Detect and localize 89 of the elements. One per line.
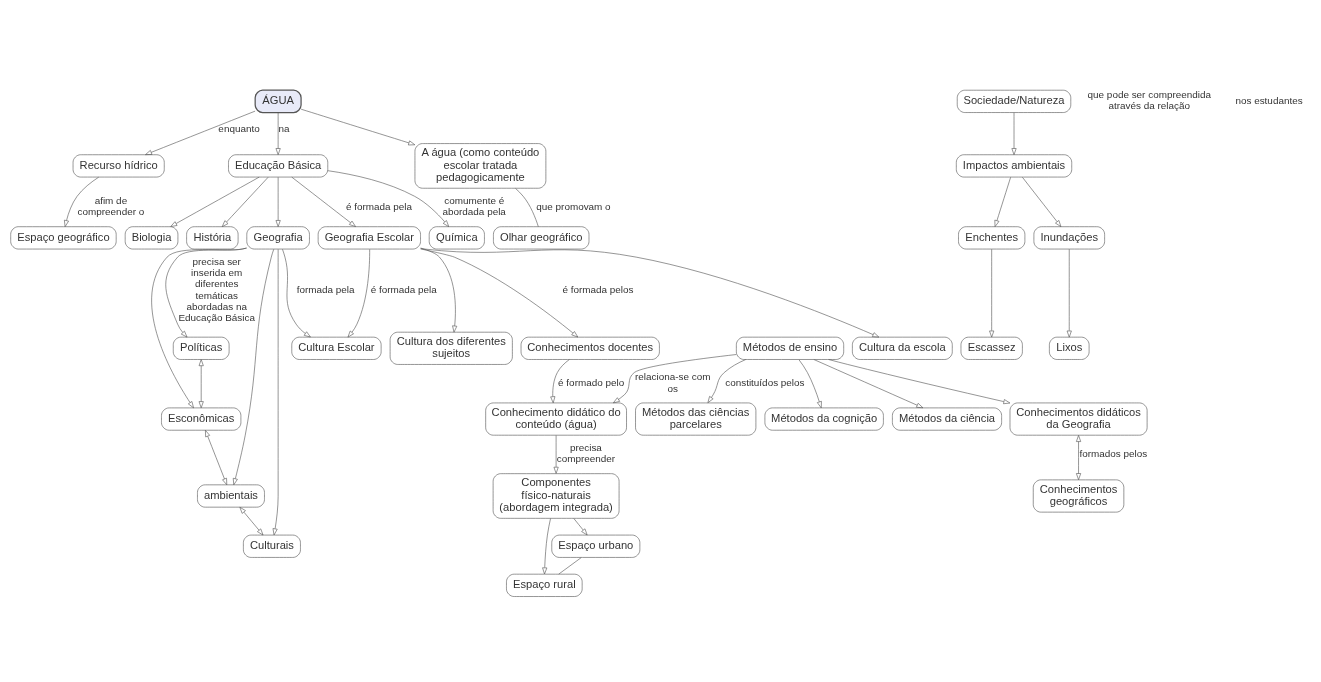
node-box: Escassez	[960, 336, 1023, 360]
node-box: Métodos da ciência	[892, 407, 1002, 431]
edge-label: formada pela	[296, 283, 355, 295]
arrow	[994, 176, 1011, 227]
arrow	[232, 248, 275, 485]
node-box: Conhecimento didático do conteúdo (água)	[485, 402, 627, 435]
node-box: Inundações	[1033, 225, 1105, 249]
arrow	[798, 358, 822, 408]
arrow	[813, 358, 924, 408]
node-box: Métodos das ciências parcelares	[635, 402, 757, 435]
node-box: Conhecimentos didáticos da Geografia	[1009, 402, 1148, 435]
arrow	[1022, 176, 1062, 227]
edge-label: precisa ser inserida em diferentes temáticas abordadas na Educação Básica	[178, 255, 255, 323]
edge-label: na	[278, 122, 290, 134]
node-box: Geografia Escolar	[317, 225, 421, 249]
edge-label: que promovam o	[536, 200, 611, 212]
edge-label: é formada pela	[345, 200, 412, 212]
node-box: Culturais	[243, 534, 301, 558]
label: que pode ser compreendida através da relação	[1087, 88, 1211, 111]
edge-label: é formada pelos	[562, 283, 634, 295]
node-box: Química	[428, 225, 485, 249]
node-box: Cultura Escolar	[291, 336, 382, 360]
node-box: Cultura dos diferentes sujeitos	[389, 331, 513, 365]
edge-label: relaciona-se com os	[635, 370, 711, 394]
arrow	[300, 108, 416, 145]
arrow	[282, 248, 311, 337]
arrow	[272, 248, 279, 535]
node-box: A água (como conteúdo escolar tratada pedagogicamente	[414, 142, 547, 189]
connector	[558, 556, 582, 574]
node-box: Impactos ambientais	[956, 153, 1073, 177]
arrow	[613, 353, 737, 403]
arrow	[420, 248, 579, 337]
arrow	[145, 110, 256, 155]
arrow	[221, 176, 269, 227]
node-box: Lixos	[1049, 336, 1090, 360]
node-box: Sociedade/Natureza	[956, 89, 1072, 113]
edge-label: afim de compreender o	[77, 194, 145, 217]
edge-label: é formado pelo	[558, 376, 625, 388]
node-box: Educação Básica	[228, 153, 329, 177]
node-box: Conhecimentos docentes	[520, 336, 660, 360]
node-box: Enchentes	[958, 225, 1026, 249]
arrow	[327, 169, 450, 227]
arrow	[170, 176, 260, 227]
edge-label: constituídos pelos	[725, 376, 805, 388]
arrow	[542, 517, 551, 574]
arrow	[989, 248, 995, 337]
node-box: Métodos da cognição	[764, 407, 884, 431]
node-box: Conhecimentos geográficos	[1032, 479, 1125, 512]
arrow	[275, 111, 281, 155]
node-box: História	[186, 225, 239, 249]
node-box: Políticas	[172, 336, 230, 360]
node-box: Cultura da escola	[852, 336, 953, 360]
node-box: Métodos de ensino	[736, 336, 844, 360]
connector	[515, 187, 539, 227]
node-box: Espaço rural	[506, 573, 583, 597]
arrow	[420, 247, 880, 337]
arrow	[205, 429, 228, 485]
arrow	[347, 248, 370, 337]
edge-label: comumente é abordada pela	[442, 194, 506, 217]
node-box: ÁGUA	[254, 89, 302, 113]
arrow	[573, 517, 588, 535]
node-box: ambientais	[197, 484, 265, 507]
node-box: Componentes físico-naturais (abordagem integrada)	[492, 472, 620, 519]
node-box: Espaço geográfico	[10, 225, 117, 249]
label: nos estudantes	[1235, 94, 1303, 106]
node-box: Olhar geográfico	[493, 225, 590, 249]
arrow	[198, 358, 204, 408]
node-box: Recurso hídrico	[72, 153, 165, 177]
arrow	[707, 358, 746, 403]
arrow	[420, 247, 458, 332]
arrow	[291, 176, 356, 227]
arrow	[553, 434, 559, 474]
arrow	[828, 358, 1011, 404]
edge-label: enquanto	[218, 122, 260, 134]
arrow	[550, 358, 570, 403]
edge-label: precisa compreender	[556, 441, 616, 464]
arrow	[1066, 248, 1072, 337]
node-box: Biologia	[124, 225, 179, 249]
arrow	[1011, 111, 1017, 155]
node-box: Geografia	[246, 225, 310, 249]
arrow	[1076, 434, 1082, 480]
arrow	[275, 176, 281, 227]
node-box: Esconômicas	[161, 407, 242, 431]
edge-label: é formada pela	[370, 283, 437, 295]
arrow	[64, 176, 100, 227]
arrow	[239, 506, 264, 535]
node-box: Espaço urbano	[551, 534, 641, 558]
edge-label: formados pelos	[1079, 447, 1148, 459]
arrow	[151, 247, 247, 408]
